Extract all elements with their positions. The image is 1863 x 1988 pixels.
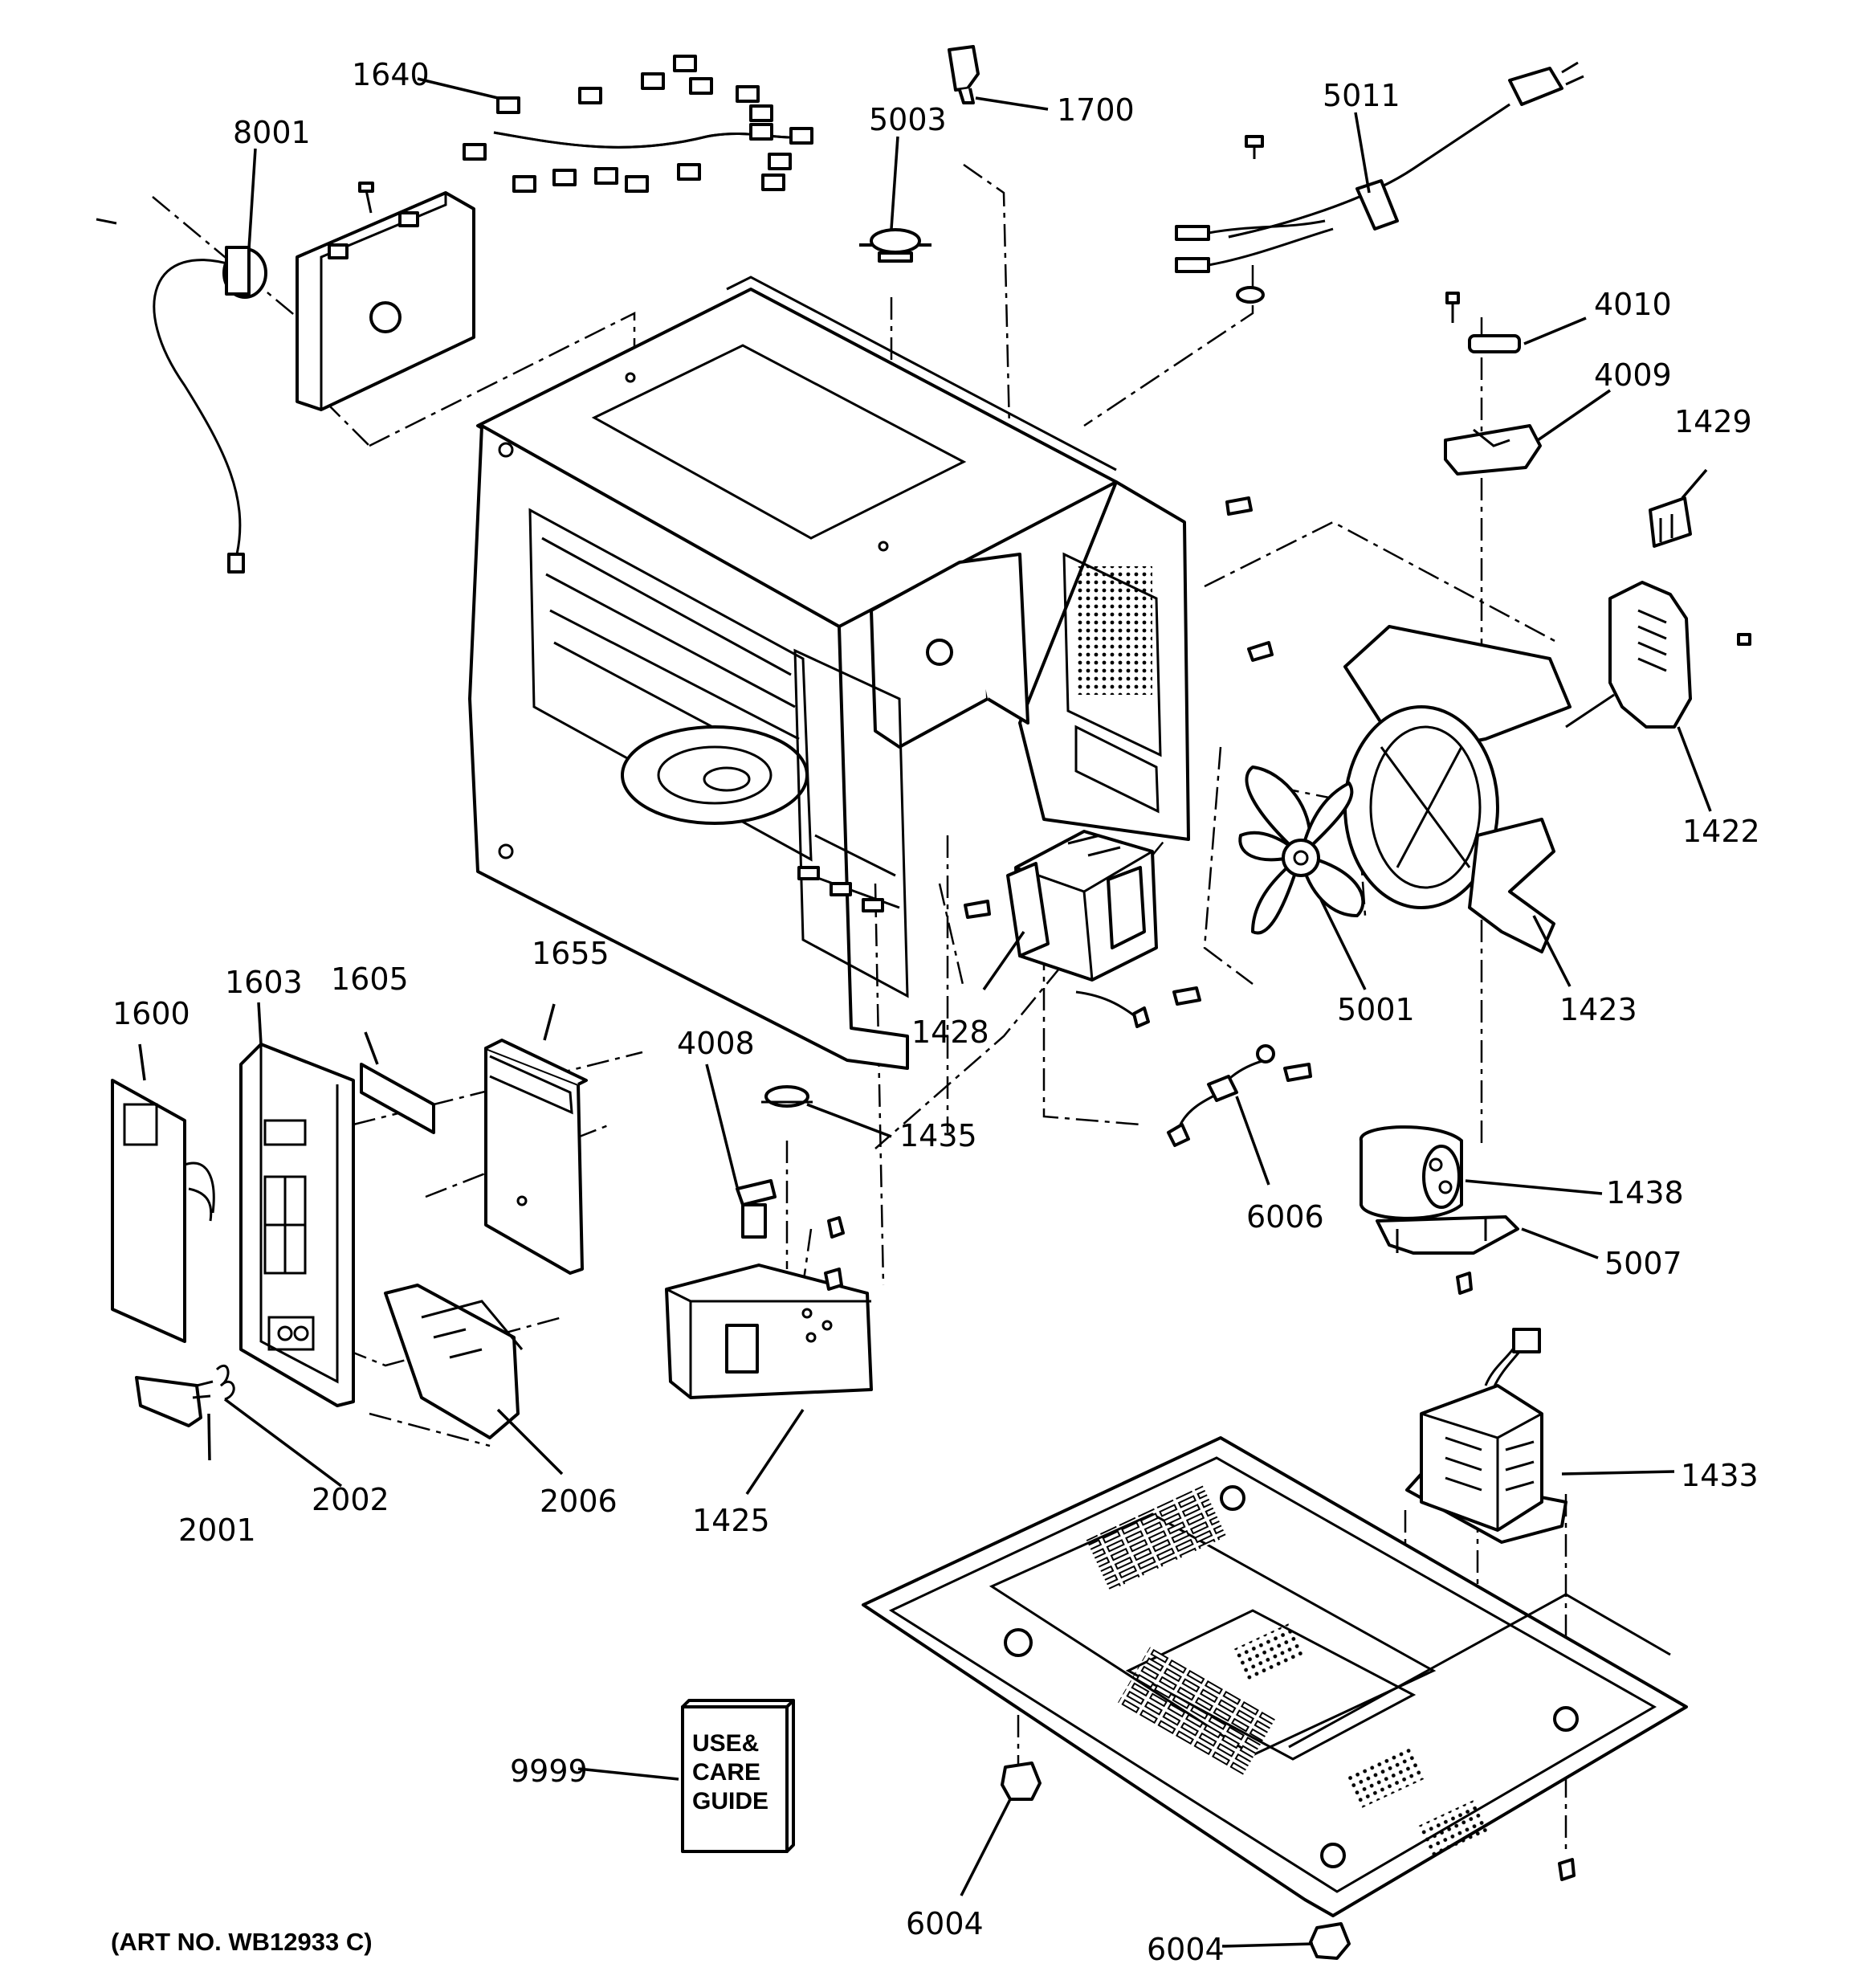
label-6006: 6006 [1246,1199,1324,1235]
label-1435: 1435 [899,1118,977,1153]
control-bracket-1425 [665,1216,873,1399]
label-5001: 5001 [1337,992,1415,1027]
label-4009: 4009 [1594,357,1672,393]
capacitor-bracket-5007 [1376,1215,1519,1295]
base-plate [862,1436,1688,1917]
fan-duct-1423 [1343,625,1572,953]
label-6004-b: 6004 [1147,1932,1225,1967]
label-5007: 5007 [1604,1246,1682,1281]
power-cord-5011 [1175,61,1584,304]
switch-1429 [1649,496,1692,548]
label-1655: 1655 [532,936,609,971]
magnetron-1428 [1006,830,1158,1022]
screw-base [1558,1858,1576,1881]
label-1438: 1438 [1606,1175,1684,1210]
label-5003: 5003 [869,102,947,137]
manual-line-2: CARE [692,1759,760,1786]
label-1700: 1700 [1057,92,1135,128]
label-4008: 4008 [677,1026,755,1061]
harness-6006 [1167,1044,1275,1147]
control-board-1655 [484,1039,588,1275]
label-4010: 4010 [1594,287,1672,322]
leader-lines [138,77,1712,1948]
use-care-guide-9999: USE& CARE GUIDE [681,1699,795,1853]
transformer-1433 [1405,1328,1567,1544]
fuse-holder-4009 [1444,424,1542,476]
label-1640: 1640 [352,57,430,92]
label-1603: 1603 [225,965,303,1000]
oven-cavity [468,276,1190,1070]
label-8001: 8001 [233,115,311,150]
label-1428: 1428 [911,1014,989,1050]
thermal-cutout-5003 [859,228,932,263]
label-1433: 1433 [1681,1458,1759,1493]
capacitor-1438 [1360,1125,1463,1220]
art-number: (ART NO. WB12933 C) [111,1928,373,1956]
label-1605: 1605 [331,961,409,997]
label-2002: 2002 [312,1482,389,1517]
label-2006: 2006 [540,1484,618,1519]
part-labels: 1640 8001 5003 1700 5011 4010 4009 1429 … [112,57,1760,1967]
foot-6004-b [1309,1922,1351,1960]
label-5011: 5011 [1323,78,1400,113]
foot-6004-a [1001,1761,1042,1801]
control-panel-frame-1603 [239,1043,355,1407]
switch-bracket-1422 [1565,581,1751,729]
manual-line-1: USE& [692,1730,759,1757]
label-1425: 1425 [692,1503,770,1538]
thermostat-4008 [736,1179,777,1239]
manual-line-3: GUIDE [692,1788,768,1815]
wire-harness-1640 [463,55,813,193]
control-panel-overlay-1600 [111,1079,215,1343]
label-1429: 1429 [1674,404,1752,439]
side-vent-grille [1076,566,1152,695]
latch-clip-1700 [948,45,980,104]
thermostat-1435 [761,1085,813,1108]
display-window-1605 [360,1063,435,1134]
waveguide-cover-bracket [296,182,475,411]
label-1423: 1423 [1559,992,1637,1027]
label-1422: 1422 [1682,814,1760,849]
fan-blade-5001 [1238,765,1365,935]
latch-parts-2001-2002-2006 [135,1284,524,1439]
sensor-8001 [96,218,267,574]
label-2001: 2001 [178,1512,256,1548]
label-9999: 9999 [510,1753,588,1789]
fuse-4010 [1445,292,1521,353]
label-1600: 1600 [112,996,190,1031]
label-6004-a: 6004 [906,1906,984,1941]
loose-screws [964,496,1312,1082]
